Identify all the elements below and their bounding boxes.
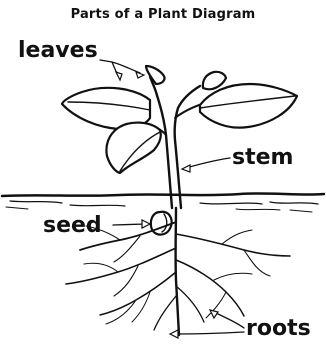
stem-pointer — [182, 158, 230, 172]
label-seed: seed — [43, 215, 102, 237]
leaf-large-right — [200, 84, 297, 128]
leaves-pointer — [100, 60, 144, 80]
soil-line — [2, 193, 324, 212]
seed-pointer — [113, 220, 150, 228]
label-leaves: leaves — [18, 40, 98, 62]
label-roots: roots — [246, 318, 311, 340]
leaf-lower-left — [106, 123, 160, 173]
seed — [151, 212, 172, 235]
leaf-small-top-right — [203, 72, 226, 89]
leaf-small-top-left — [146, 66, 165, 84]
label-stem: stem — [232, 147, 293, 169]
roots-pointer — [170, 310, 244, 338]
